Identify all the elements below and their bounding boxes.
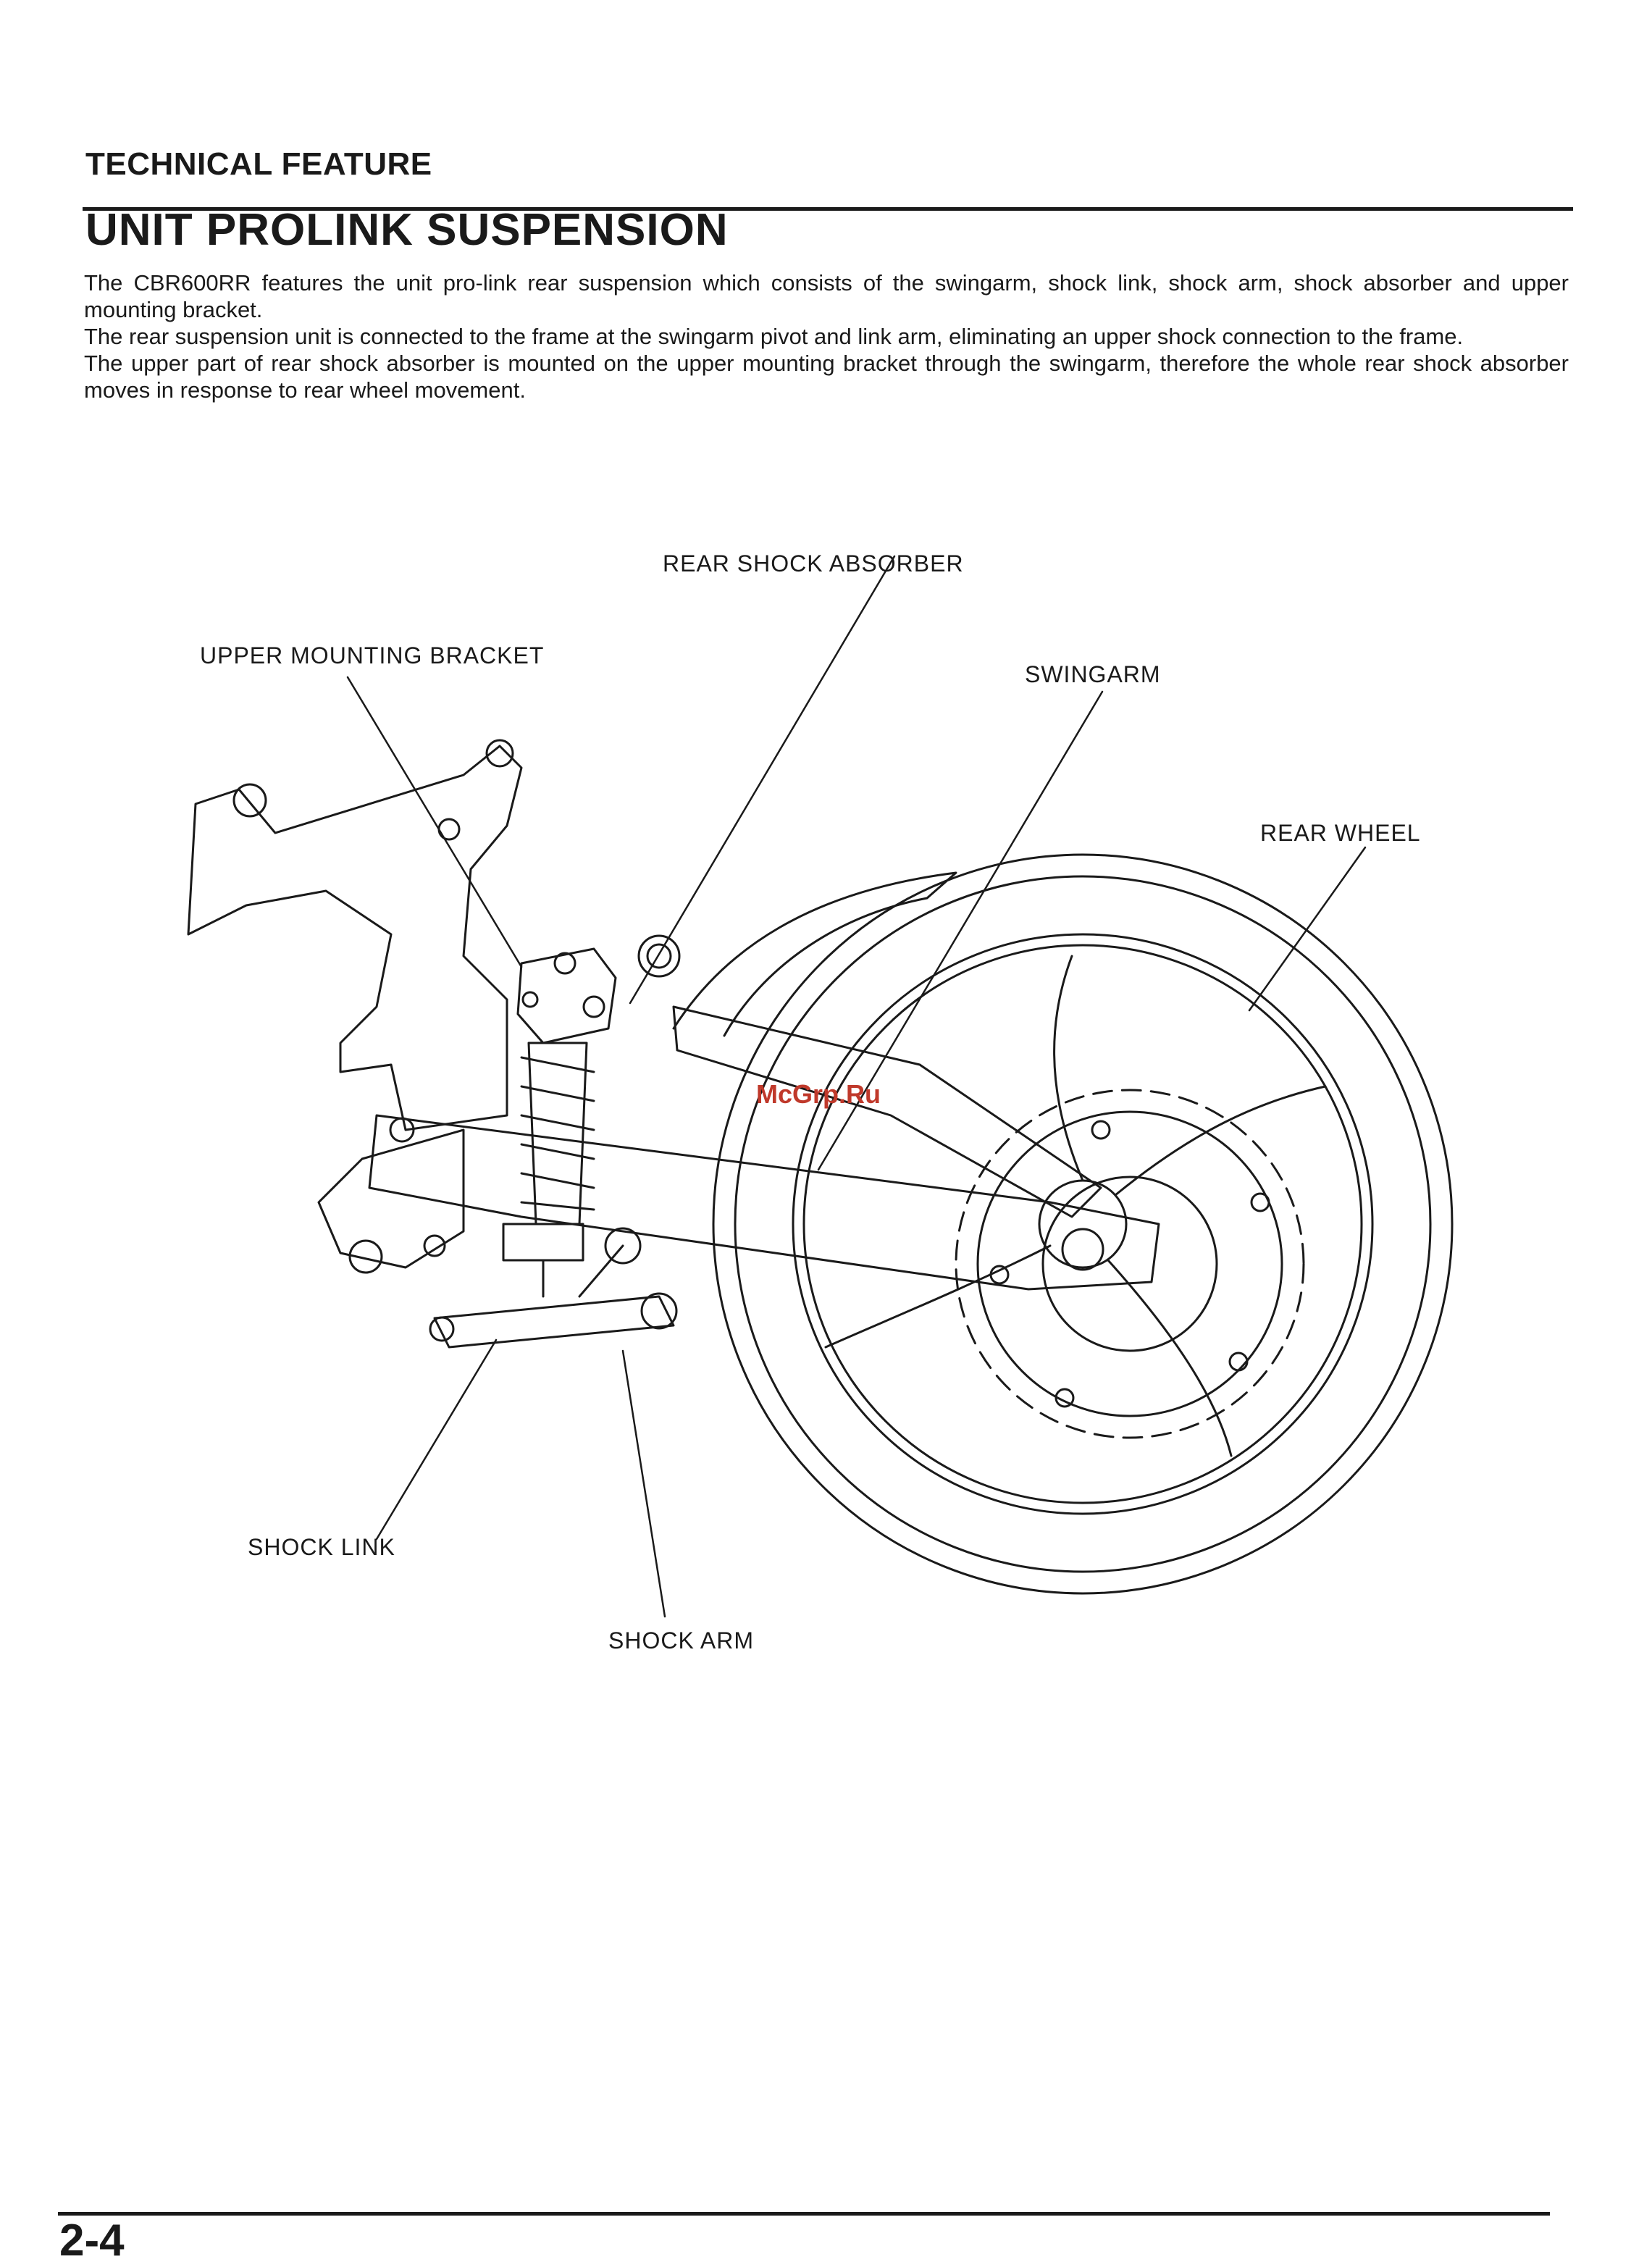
callout-shock-arm: SHOCK ARM xyxy=(608,1627,755,1654)
rear-shock-absorber-drawing xyxy=(502,1042,595,1298)
callout-rear-wheel: REAR WHEEL xyxy=(1260,820,1421,846)
sprocket-drawing xyxy=(955,1089,1305,1439)
page-title: UNIT PROLINK SUSPENSION xyxy=(85,205,729,255)
page-number: 2-4 xyxy=(59,2216,125,2266)
rear-fender-drawing xyxy=(672,871,957,1037)
callout-swingarm: SWINGARM xyxy=(1025,661,1161,687)
intro-text: The CBR600RR features the unit pro-link … xyxy=(84,269,1569,403)
upper-mounting-bracket-drawing xyxy=(516,934,681,1044)
rear-wheel-drawing xyxy=(712,853,1454,1595)
intro-paragraph: The rear suspension unit is connected to… xyxy=(84,324,1464,349)
watermark: McGrp.Ru xyxy=(756,1079,881,1109)
swingarm-drawing xyxy=(368,1005,1160,1291)
shock-arm-drawing xyxy=(429,1227,678,1349)
section-label: TECHNICAL FEATURE xyxy=(85,146,432,182)
frame-drawing xyxy=(187,739,523,1274)
callout-upper-mounting-bracket: UPPER MOUNTING BRACKET xyxy=(200,642,545,669)
footer-rule xyxy=(58,2212,1550,2216)
callout-rear-shock-absorber: REAR SHOCK ABSORBER xyxy=(663,550,964,577)
intro-paragraph: The upper part of rear shock absorber is… xyxy=(84,351,1569,403)
callout-shock-link: SHOCK LINK xyxy=(248,1534,395,1560)
header-rule xyxy=(83,207,1573,211)
suspension-diagram xyxy=(187,555,1454,1618)
leader-lines xyxy=(346,555,1367,1618)
intro-paragraph: The CBR600RR features the unit pro-link … xyxy=(84,270,1569,322)
